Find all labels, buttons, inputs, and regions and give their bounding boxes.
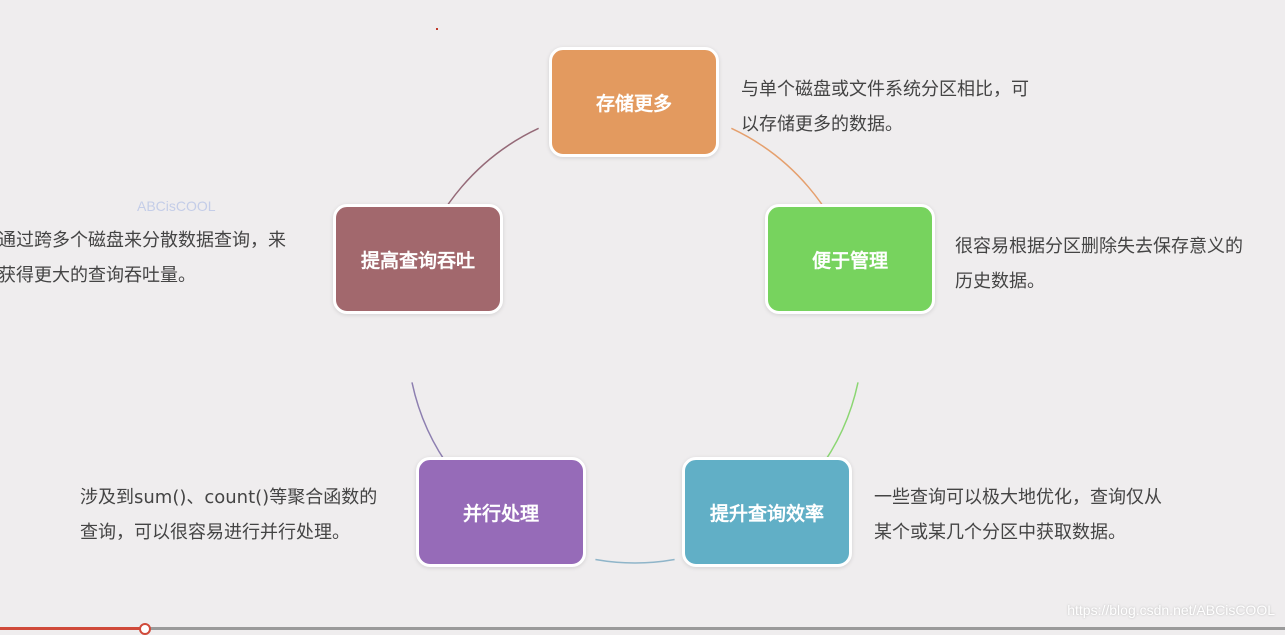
desc-throughput: 通过跨多个磁盘来分散数据查询，来 获得更大的查询吞吐量。 [0,230,286,286]
ring-arc-efficiency-parallel [595,558,675,564]
node-efficiency: 提升查询效率 [682,457,852,567]
video-progress-handle[interactable] [139,623,151,635]
node-storage-label: 存储更多 [595,92,672,115]
desc-management: 很容易根据分区删除失去保存意义的 历史数据。 [955,236,1243,292]
video-progress-fill [0,627,145,630]
node-parallel: 并行处理 [416,457,586,567]
desc-efficiency: 一些查询可以极大地优化，查询仅从 某个或某几个分区中获取数据。 [874,487,1162,543]
node-storage: 存储更多 [549,47,719,157]
node-management-label: 便于管理 [811,249,888,272]
node-management: 便于管理 [765,204,935,314]
node-parallel-label: 并行处理 [462,502,539,525]
node-efficiency-label: 提升查询效率 [709,502,824,525]
desc-storage: 与单个磁盘或文件系统分区相比，可 以存储更多的数据。 [741,79,1029,135]
node-throughput-label: 提高查询吞吐 [360,249,475,272]
desc-parallel: 涉及到sum()、count()等聚合函数的 查询，可以很容易进行并行处理。 [80,487,378,543]
source-url-watermark: https://blog.csdn.net/ABCisCOOL [1067,602,1275,618]
watermark-text: ABCisCOOL [137,198,216,214]
red-dot-mark [436,28,438,30]
node-throughput: 提高查询吞吐 [333,204,503,314]
